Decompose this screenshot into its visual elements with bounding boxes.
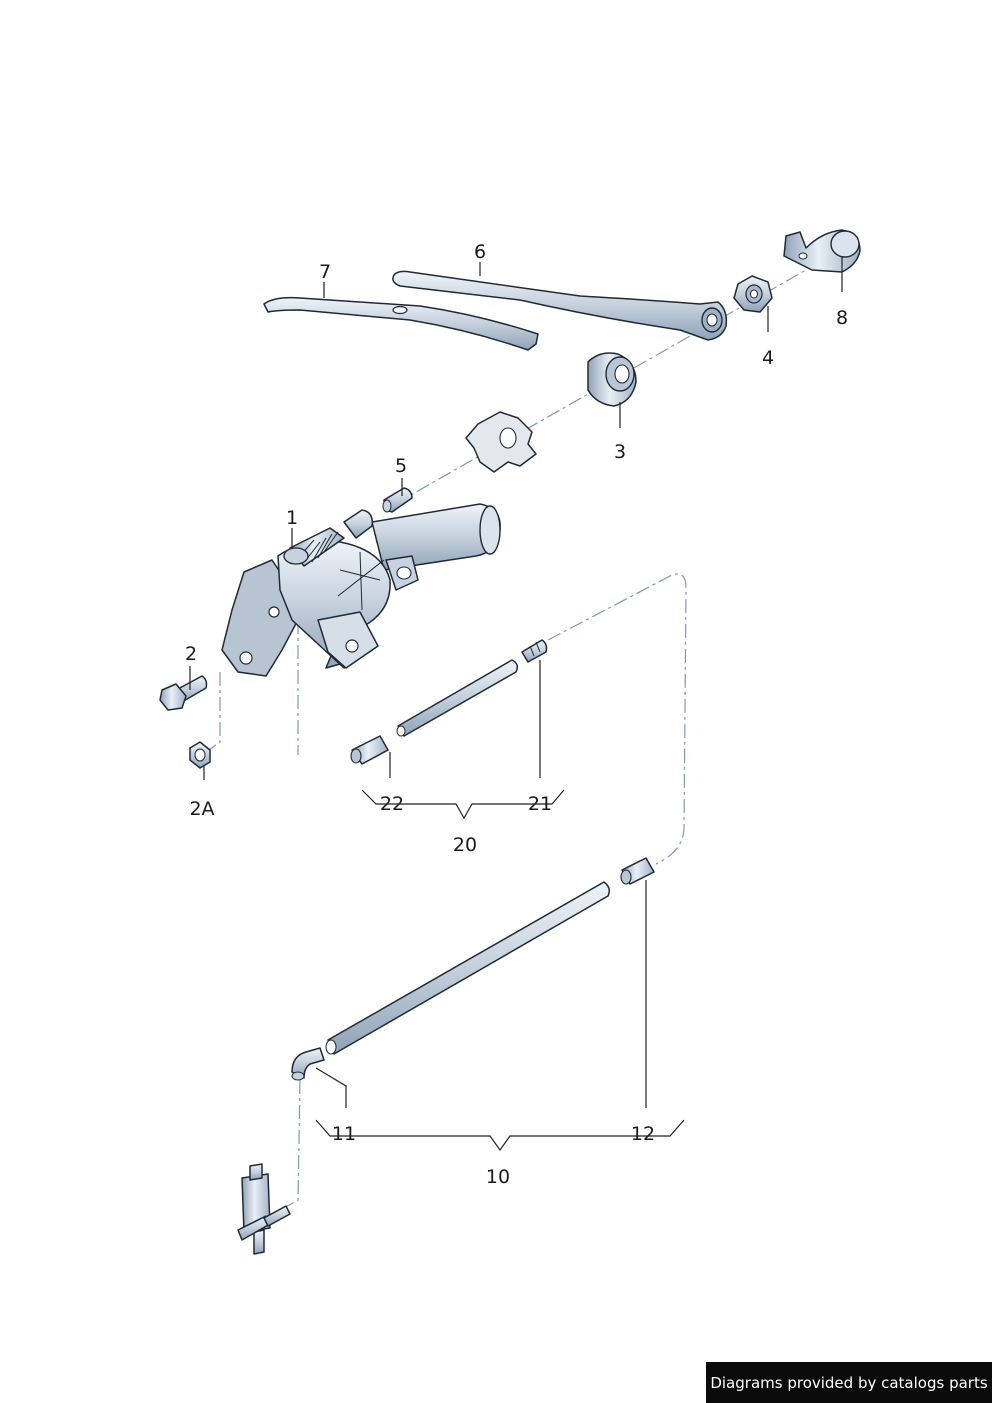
credit-text: Diagrams provided by catalogs parts — [710, 1373, 988, 1392]
callout-8: 8 — [836, 307, 848, 329]
callout-2a: 2A — [189, 798, 214, 820]
callout-6: 6 — [474, 241, 486, 263]
callout-10: 10 — [486, 1166, 510, 1188]
callout-12: 12 — [631, 1123, 655, 1145]
callout-5: 5 — [395, 455, 407, 477]
callout-7: 7 — [319, 261, 331, 283]
callout-22: 22 — [380, 793, 404, 815]
nut-part-2a — [189, 741, 211, 769]
hose-assembly-part-10 — [291, 857, 655, 1081]
wiper-blade-part-7 — [263, 296, 539, 351]
diagram-credit-banner: Diagrams provided by catalogs parts — [706, 1362, 992, 1403]
hose-assembly-part-20 — [350, 639, 548, 765]
t-piece-connector — [237, 1163, 291, 1255]
bolt-part-5 — [382, 487, 413, 513]
callout-3: 3 — [614, 441, 626, 463]
callout-11: 11 — [332, 1123, 356, 1145]
cap-part-8 — [783, 229, 861, 273]
callout-2: 2 — [185, 643, 197, 665]
callout-4: 4 — [762, 347, 774, 369]
seal-washer — [465, 411, 537, 473]
wiper-arm-part-6 — [392, 270, 728, 341]
bolt-part-2 — [159, 675, 208, 711]
callout-labels: 6 7 8 4 3 5 1 2 2A 22 21 20 11 12 10 — [185, 241, 848, 1188]
callout-20: 20 — [453, 834, 477, 856]
leader-lines — [189, 256, 843, 1152]
callout-1: 1 — [286, 507, 298, 529]
bushing-part-3 — [587, 352, 637, 407]
wiper-motor-part-1 — [221, 503, 501, 677]
callout-21: 21 — [528, 793, 552, 815]
nut-part-4 — [733, 275, 773, 313]
